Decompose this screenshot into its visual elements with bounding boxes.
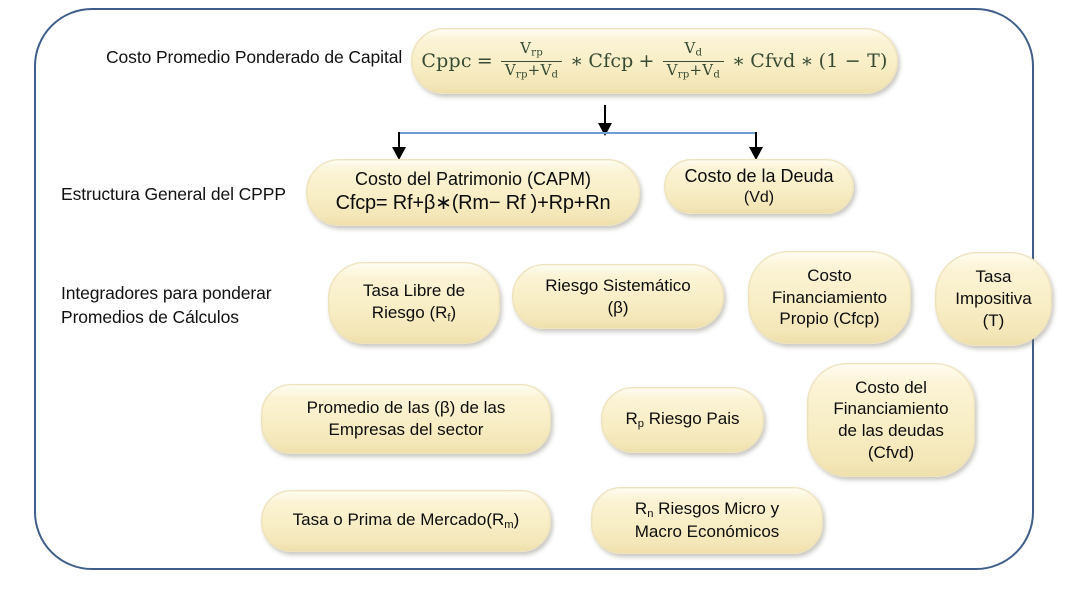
node-deuda-line1: Costo de la Deuda xyxy=(684,165,834,186)
formula-fraction-1-denominator: Vrp+Vd xyxy=(500,60,563,81)
node-riesgo-sistematico: Riesgo Sistemático(β) xyxy=(512,264,724,329)
formula-fraction-1-numerator: Vrp xyxy=(520,39,543,59)
node-capm-line2: Cfcp= Rf+β∗(Rm− Rf )+Rp+Rn xyxy=(335,192,611,215)
caption-costo-promedio-ponderado: Costo Promedio Ponderado de Capital xyxy=(106,47,403,67)
connector-right-branch xyxy=(755,132,757,152)
node-tasa-prima-mercado: Tasa o Prima de Mercado(Rm) xyxy=(261,490,551,552)
node-formula-cppc: Cppc = Vrp Vrp+Vd ∗ Cfcp + Vd Vrp+Vd ∗ C… xyxy=(411,28,898,94)
node-deuda-line2: (Vd) xyxy=(743,188,775,206)
caption-estructura-general-cppp: Estructura General del CPPP xyxy=(61,184,286,204)
formula-plus: + xyxy=(638,49,655,72)
formula-times-1: ∗ xyxy=(570,49,584,72)
formula-times-3: ∗ xyxy=(800,49,814,72)
formula-fraction-1: Vrp Vrp+Vd xyxy=(500,39,563,81)
formula-factor-cfvd: Cfvd xyxy=(750,49,796,72)
node-riesgo-sistematico-label: Riesgo Sistemático(β) xyxy=(545,275,691,317)
formula-equals: = xyxy=(476,49,493,72)
connector-left-branch xyxy=(398,132,400,152)
node-tasa-prima-mercado-label: Tasa o Prima de Mercado(Rm) xyxy=(292,510,520,532)
connector-horizontal-bar xyxy=(398,132,756,134)
node-costo-de-la-deuda: Costo de la Deuda (Vd) xyxy=(664,159,854,214)
node-costo-del-patrimonio-capm: Costo del Patrimonio (CAPM) Cfcp= Rf+β∗(… xyxy=(306,159,640,226)
formula-tax-term: (1 − T) xyxy=(818,49,888,72)
node-capm-line1: Costo del Patrimonio (CAPM) xyxy=(354,169,592,190)
formula-fraction-2-numerator: Vd xyxy=(684,39,703,59)
connector-right-arrowhead xyxy=(749,147,763,160)
formula-times-2: ∗ xyxy=(732,49,746,72)
connector-left-arrowhead xyxy=(392,147,406,160)
node-riesgo-pais: Rp Riesgo Pais xyxy=(601,387,764,453)
node-riesgo-pais-label: Rp Riesgo Pais xyxy=(625,409,740,431)
formula-cppc-expression: Cppc = Vrp Vrp+Vd ∗ Cfcp + Vd Vrp+Vd ∗ C… xyxy=(421,39,888,81)
formula-factor-cfcp: Cfcp xyxy=(588,49,634,72)
caption-integradores-ponderar: Integradores para ponderar Promedios de … xyxy=(61,283,272,327)
formula-fraction-2-denominator: Vrp+Vd xyxy=(662,60,725,81)
connector-center-stem xyxy=(604,105,606,126)
connector-center-arrowhead xyxy=(598,123,612,136)
formula-lhs: Cppc xyxy=(421,49,472,72)
formula-fraction-2: Vd Vrp+Vd xyxy=(662,39,725,81)
